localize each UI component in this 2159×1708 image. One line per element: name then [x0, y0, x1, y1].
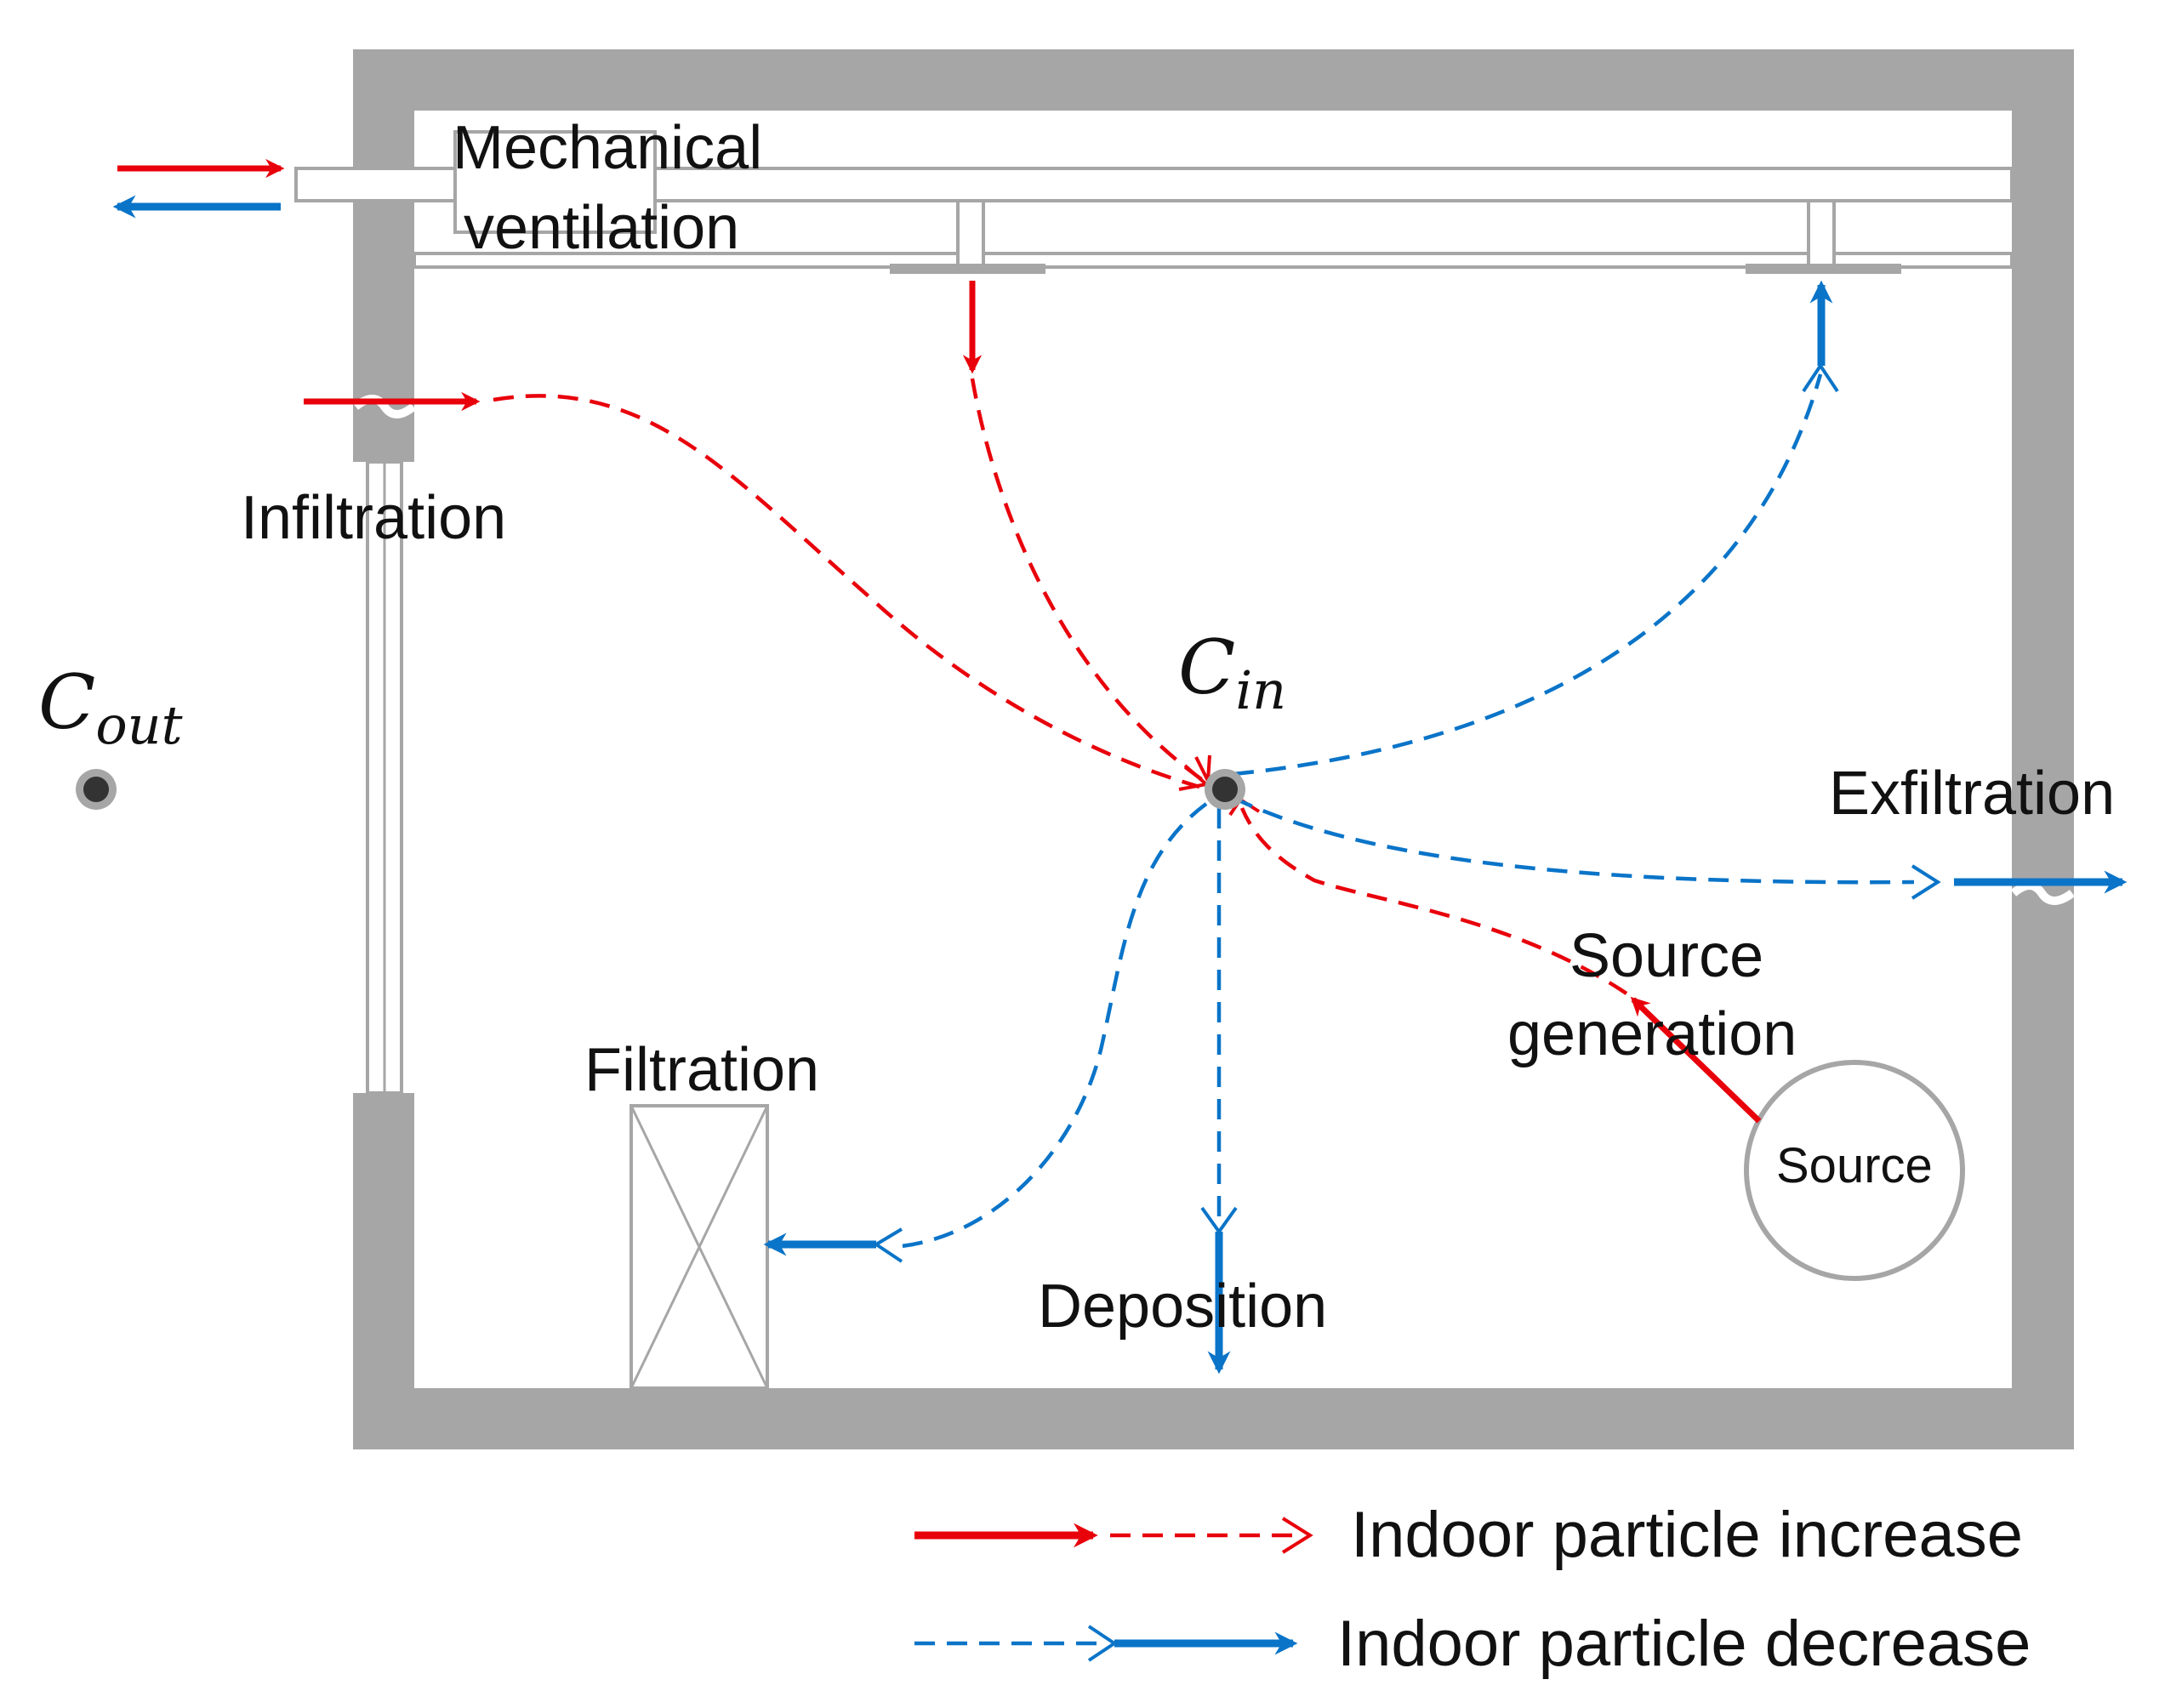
mechanical-ventilation-label-1: Mechanical [453, 114, 762, 182]
filtration-unit [629, 1104, 769, 1390]
infiltration-flow [493, 394, 1200, 789]
indoor-concentration-label: Cin [1178, 623, 1286, 721]
legend-decrease-label: Indoor particle decrease [1337, 1608, 2031, 1680]
filtration-label: Filtration [584, 1036, 819, 1104]
window [366, 460, 403, 1095]
outdoor-concentration-label: Cout [38, 658, 183, 756]
deposition-label: Deposition [1038, 1272, 1327, 1341]
source-circle [1744, 1060, 1965, 1281]
infiltration-label: Infiltration [241, 484, 506, 552]
legend-increase-symbol [914, 1517, 1313, 1554]
legend-increase-label: Indoor particle increase [1351, 1499, 2023, 1571]
source-generation-label-1: Source [1569, 922, 1763, 990]
indoor-node [1205, 769, 1245, 810]
ventilation-duct [294, 130, 2014, 274]
source-label: Source [1776, 1138, 1933, 1193]
mechanical-ventilation-label-2: ventilation [464, 194, 739, 262]
exfiltration-flow [1233, 795, 1941, 900]
mechanical-supply-arrow [962, 281, 983, 374]
legend-decrease-symbol [914, 1625, 1298, 1662]
outdoor-node [76, 769, 117, 810]
source-generation-label-2: generation [1507, 1000, 1797, 1068]
exfiltration-crack [2010, 881, 2075, 905]
exfiltration-label: Exfiltration [1829, 760, 2115, 828]
source-generation-arrow [1630, 996, 1762, 1124]
mechanical-supply-flow [970, 378, 1205, 783]
legend: Indoor particle increase Indoor particle… [914, 1499, 2031, 1680]
source-generation-flow [1239, 807, 1628, 995]
